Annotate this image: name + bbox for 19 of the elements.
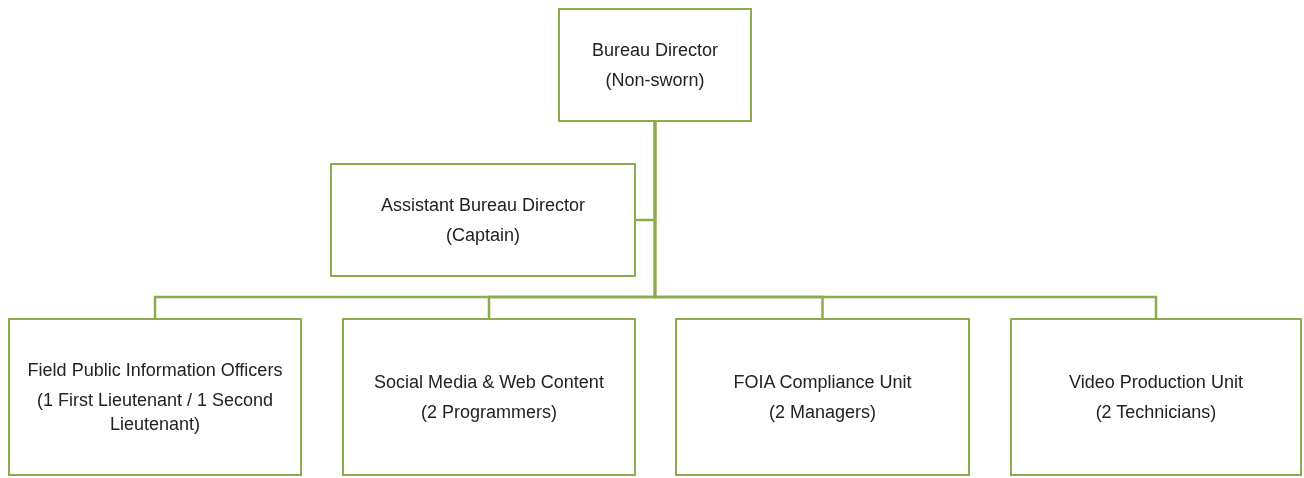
org-box [1010, 318, 1302, 476]
role-title: Social Media & Web Content [374, 370, 604, 394]
role-detail: (1 First Lieutenant / 1 Second Lieutenant) [35, 388, 275, 437]
role-detail: (Captain) [446, 224, 520, 247]
connector-line [653, 122, 1158, 318]
role-title: Bureau Director [591, 38, 719, 62]
role-title: Assistant Bureau Director [380, 193, 586, 217]
role-title: Field Public Information Officers [27, 358, 283, 382]
role-title: FOIA Compliance Unit [733, 370, 912, 394]
org-box [342, 318, 636, 476]
org-box [330, 163, 636, 277]
role-detail: (2 Managers) [768, 401, 876, 424]
role-detail: (Non-sworn) [605, 69, 705, 92]
role-detail: (2 Technicians) [1095, 401, 1217, 424]
org-box [8, 318, 302, 476]
role-detail: (2 Programmers) [421, 401, 557, 424]
role-title: Video Production Unit [1069, 370, 1243, 394]
org-box [558, 8, 752, 122]
org-box [675, 318, 970, 476]
